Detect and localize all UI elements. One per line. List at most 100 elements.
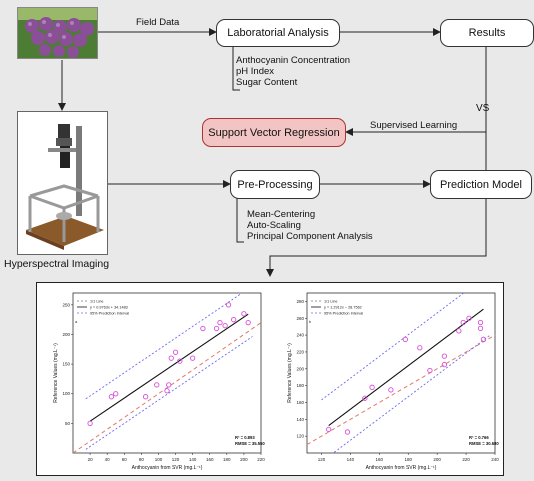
preprocessing-list: Mean-Centering Auto-Scaling Principal Co… <box>247 209 373 242</box>
data-point <box>369 384 375 390</box>
lab-list-item: pH Index <box>236 66 275 77</box>
data-point <box>480 336 487 342</box>
grape-photo <box>17 7 98 59</box>
vs-label: VS <box>476 103 490 114</box>
rmse-label: RMSE = 35.550 <box>235 441 265 446</box>
data-point <box>417 345 423 351</box>
x-tick-label: 120 <box>172 457 180 462</box>
lab-analysis-list: Anthocyanin Concentration pH Index Sugar… <box>236 55 350 88</box>
legend-entry: y = 1.2912x − 28.7562 <box>324 306 362 310</box>
data-point <box>172 349 179 355</box>
data-point <box>344 429 351 435</box>
one-to-one-line <box>307 334 495 446</box>
y-tick-label: 200 <box>296 366 304 371</box>
prediction-interval-line <box>85 336 253 450</box>
x-tick-label: 60 <box>122 457 128 462</box>
rmse-label: RMSE = 30.680 <box>469 441 499 446</box>
legend-entry: 1/1 Line <box>324 300 338 304</box>
data-point <box>164 388 170 394</box>
data-point <box>441 361 448 368</box>
prediction-interval-line <box>321 293 465 401</box>
field-data-label: Field Data <box>136 17 180 28</box>
data-point <box>113 391 119 397</box>
lab-list-item: Anthocyanin Concentration <box>236 55 351 66</box>
data-point <box>166 382 172 388</box>
legend-entry: 95% Prediction Interval <box>324 312 363 316</box>
x-axis-label: Anthocyanin from SVR (mg.L⁻¹) <box>366 465 437 471</box>
y-tick-label: 280 <box>296 299 304 304</box>
fit-line <box>89 313 249 422</box>
data-point <box>231 317 237 323</box>
pre-list-item: Mean-Centering <box>247 209 316 220</box>
data-point <box>154 382 160 388</box>
lab-list-item: Sugar Content <box>236 77 298 88</box>
data-point <box>241 311 247 317</box>
results-box: Results <box>440 19 534 47</box>
data-point <box>477 319 484 326</box>
x-tick-label: 80 <box>139 457 145 462</box>
panel-letter: b <box>309 319 312 324</box>
y-tick-label: 50 <box>65 421 71 426</box>
x-tick-label: 240 <box>491 457 499 462</box>
data-point <box>200 325 206 332</box>
data-point <box>456 328 462 334</box>
y-tick-label: 150 <box>62 362 70 367</box>
legend-entry: 1/1 Line <box>90 300 104 304</box>
hyperspectral-imaging-label: Hyperspectral Imaging <box>4 258 110 270</box>
pre-list-bracket <box>236 197 244 243</box>
y-tick-label: 220 <box>296 349 304 354</box>
x-tick-label: 200 <box>433 457 441 462</box>
data-point <box>213 325 220 332</box>
y-axis-label: Reference Values (mg.L⁻¹) <box>287 343 293 403</box>
x-tick-label: 120 <box>318 457 326 462</box>
r-squared-label: R² = 0.893 <box>235 435 255 440</box>
x-tick-label: 200 <box>240 457 248 462</box>
y-tick-label: 200 <box>62 332 70 337</box>
data-point <box>402 336 408 342</box>
x-tick-label: 180 <box>404 457 412 462</box>
y-tick-label: 140 <box>296 417 304 422</box>
data-point <box>466 315 472 321</box>
y-tick-label: 120 <box>296 434 304 439</box>
x-tick-label: 220 <box>257 457 265 462</box>
y-axis-label: Reference Values (mg.L⁻¹) <box>53 343 59 403</box>
data-point <box>245 319 251 326</box>
data-point <box>460 319 466 326</box>
data-point <box>388 387 394 393</box>
hyperspectral-device-image <box>17 111 108 255</box>
data-point <box>142 394 149 400</box>
data-point <box>177 358 183 364</box>
x-tick-label: 20 <box>88 457 94 462</box>
prediction-interval-line <box>85 293 243 400</box>
r-squared-label: R² = 0.766 <box>469 435 489 440</box>
laboratorial-analysis-box: Laboratorial Analysis <box>216 19 340 47</box>
legend-entry: y = 0.9763x + 34.1483 <box>90 306 128 310</box>
y-tick-label: 100 <box>62 391 70 396</box>
data-point <box>222 322 228 329</box>
data-point <box>362 395 368 401</box>
data-point <box>441 353 448 359</box>
x-tick-label: 160 <box>206 457 214 462</box>
data-point <box>168 355 174 361</box>
data-point <box>326 426 332 433</box>
data-point <box>217 319 223 326</box>
data-point <box>108 394 115 400</box>
x-axis-label: Anthocyanin from SVR (mg.L⁻¹) <box>132 465 203 471</box>
y-tick-label: 260 <box>296 316 304 321</box>
one-to-one-line <box>73 322 261 453</box>
data-point <box>87 420 93 427</box>
y-tick-label: 240 <box>296 333 304 338</box>
legend-entry: 95% Prediction Interval <box>90 312 129 316</box>
pre-processing-box: Pre-Processing <box>230 170 320 199</box>
x-tick-label: 160 <box>376 457 384 462</box>
prediction-interval-line <box>332 334 491 453</box>
x-tick-label: 40 <box>105 457 111 462</box>
x-tick-label: 220 <box>462 457 470 462</box>
data-point <box>189 355 196 361</box>
plot-frame <box>72 292 262 454</box>
x-tick-label: 140 <box>189 457 197 462</box>
data-point <box>427 367 433 374</box>
plot-area <box>73 293 261 453</box>
